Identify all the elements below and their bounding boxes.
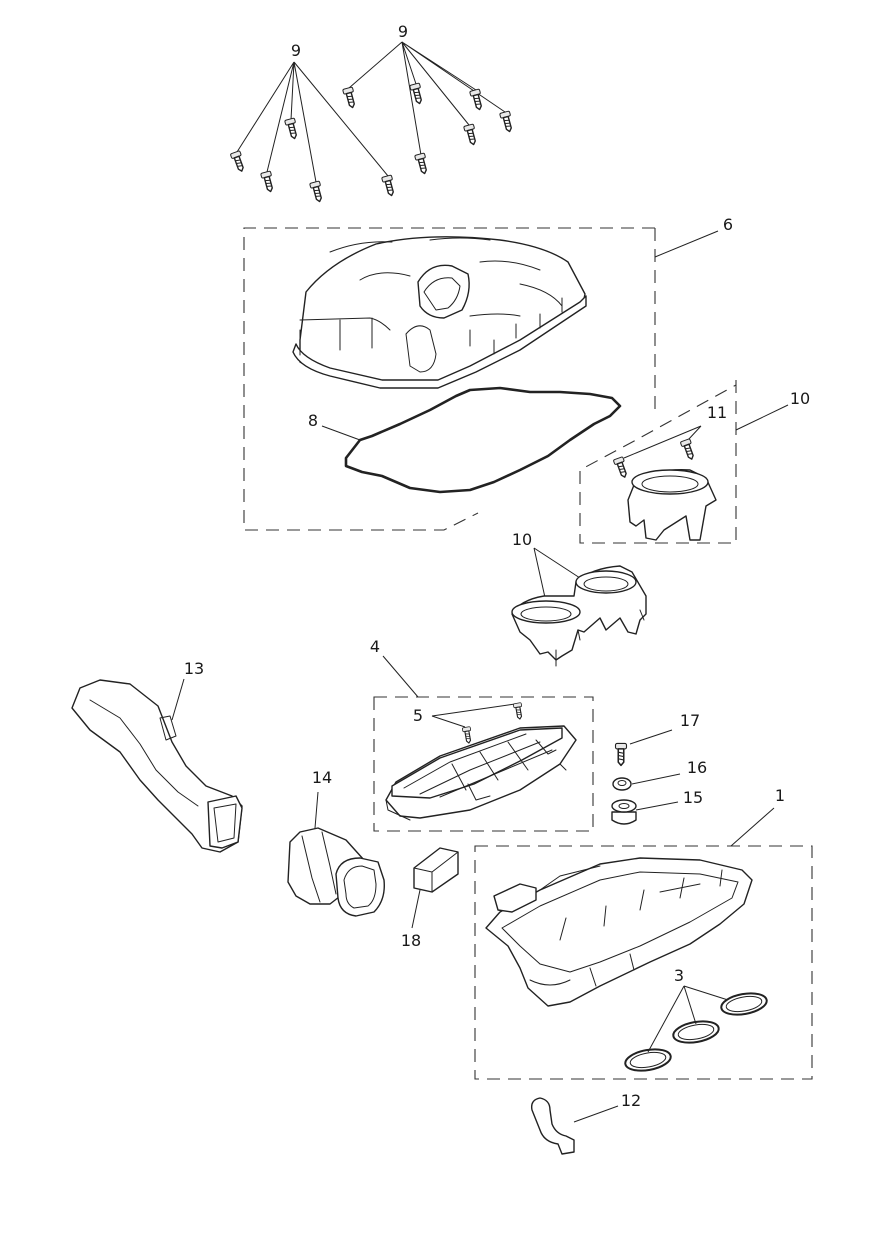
screw-icon [679, 437, 698, 462]
callout-6: 6 [723, 215, 733, 234]
screw-icon [229, 149, 248, 174]
callout-5: 5 [413, 706, 423, 725]
callout-11: 11 [707, 403, 727, 422]
callout-16: 16 [687, 758, 707, 777]
throttle-body-adapter-single [627, 469, 717, 541]
callout-18: 18 [401, 931, 421, 950]
callout-1: 1 [775, 786, 785, 805]
screw-icon [462, 123, 480, 147]
spacer-16 [612, 773, 681, 791]
intake-snorkel [287, 791, 385, 917]
callout-9-right: 9 [398, 22, 408, 41]
airbox-gasket [321, 386, 622, 494]
callout-17: 17 [680, 711, 700, 730]
callout-9-left: 9 [291, 41, 301, 60]
screw-icon [498, 110, 516, 134]
air-filter-element [385, 725, 577, 821]
screw-icon [468, 88, 486, 112]
callout-4: 4 [370, 637, 380, 656]
screws-group-right [341, 41, 516, 176]
screw-icon [283, 117, 301, 141]
assembly-box-1 [474, 807, 813, 1080]
callout-3: 3 [674, 966, 684, 985]
assembly-box-4 [373, 655, 594, 832]
callout-13: 13 [184, 659, 204, 678]
callout-labels: 9 9 6 8 10 11 10 13 4 5 17 16 15 14 1 18… [184, 22, 810, 1110]
screw-icon [259, 170, 277, 194]
screws-11 [612, 425, 702, 480]
drain-hose [530, 1097, 619, 1155]
bolt-17 [614, 729, 673, 767]
callout-10-upper: 10 [790, 389, 810, 408]
callout-8: 8 [308, 411, 318, 430]
screw-icon [413, 152, 431, 176]
seals-3 [624, 985, 768, 1072]
foam-block [411, 847, 459, 929]
assembly-box-6 [243, 227, 719, 531]
throttle-body-adapter-twin [511, 547, 647, 667]
screws-5 [431, 702, 525, 745]
callout-12: 12 [621, 1091, 641, 1110]
screw-icon [512, 702, 525, 721]
assembly-box-10 [579, 380, 789, 544]
airbox-cover [292, 236, 587, 389]
screw-icon [461, 726, 474, 745]
airbox-lower-housing [485, 857, 753, 1007]
callout-10-lower: 10 [512, 530, 532, 549]
screw-icon [341, 86, 359, 110]
screw-icon [614, 742, 628, 767]
screws-group-left [229, 61, 398, 204]
callout-14: 14 [312, 768, 332, 787]
screw-icon [612, 455, 631, 480]
intake-duct [71, 678, 243, 853]
callout-15: 15 [683, 788, 703, 807]
screw-icon [308, 180, 326, 204]
grommet-15 [611, 799, 679, 825]
screw-icon [380, 174, 398, 198]
